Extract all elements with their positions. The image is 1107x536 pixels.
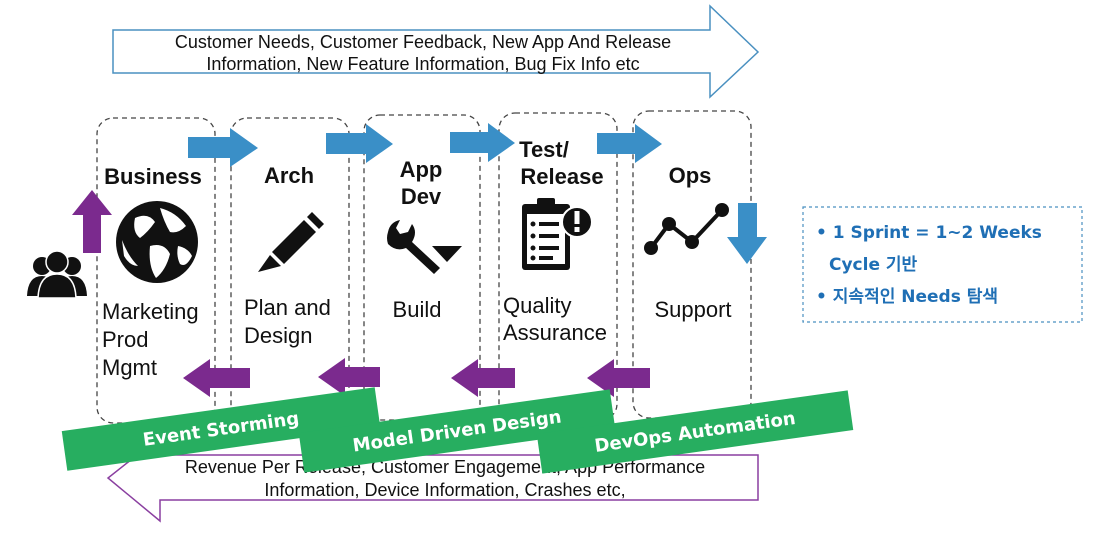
stage-title-appdev-2: Dev [401,184,442,209]
line-chart-icon [644,203,729,255]
bottom-feedback-line2: Information, Device Information, Crashes… [264,480,625,500]
stage-subtitle-business-3: Mgmt [102,355,157,380]
stage-title-appdev-1: App [400,157,443,182]
wrench-icon [387,220,462,274]
forward-arrow-2 [326,124,393,163]
down-arrow [727,203,767,264]
stage-subtitle-test-2: Assurance [503,320,607,345]
stage-subtitle-test-1: Quality [503,293,571,318]
forward-arrow-4 [597,124,662,163]
top-feedback-line1: Customer Needs, Customer Feedback, New A… [175,32,671,52]
banner-event-storming: Event Storming [61,387,381,471]
top-feedback-line2: Information, New Feature Information, Bu… [206,54,639,74]
note-line-2: Cycle 기반 [829,255,918,275]
people-icon [27,250,87,299]
backward-arrow-1 [183,359,250,397]
backward-arrow-2 [318,358,380,396]
note-line-1: • 1 Sprint = 1~2 Weeks [816,223,1042,243]
stage-box-ops [632,110,752,419]
note-box [802,206,1083,323]
forward-arrow-3 [450,123,515,162]
stage-title-business: Business [104,164,202,189]
backward-arrow-3 [451,359,515,397]
up-arrow [72,190,112,253]
pencil-icon [258,212,324,272]
stage-subtitle-business-1: Marketing [102,299,199,324]
stage-subtitle-ops-1: Support [654,297,731,322]
stage-title-test-2: Release [520,164,603,189]
stage-title-ops: Ops [669,163,712,188]
stage-subtitle-arch-1: Plan and [244,295,331,320]
stage-title-test-1: Test/ [519,137,569,162]
stage-subtitle-arch-2: Design [244,323,312,348]
forward-arrow-1 [188,128,258,167]
top-feedback-arrow [112,4,760,99]
stage-subtitle-business-2: Prod [102,327,148,352]
clipboard-icon [522,198,593,270]
backward-arrow-4 [587,359,650,397]
globe-icon [116,201,198,283]
stage-subtitle-appdev-1: Build [393,297,442,322]
stage-box-appdev [363,114,481,421]
stage-title-arch: Arch [264,163,314,188]
note-line-3: • 지속적인 Needs 탐색 [816,287,998,307]
